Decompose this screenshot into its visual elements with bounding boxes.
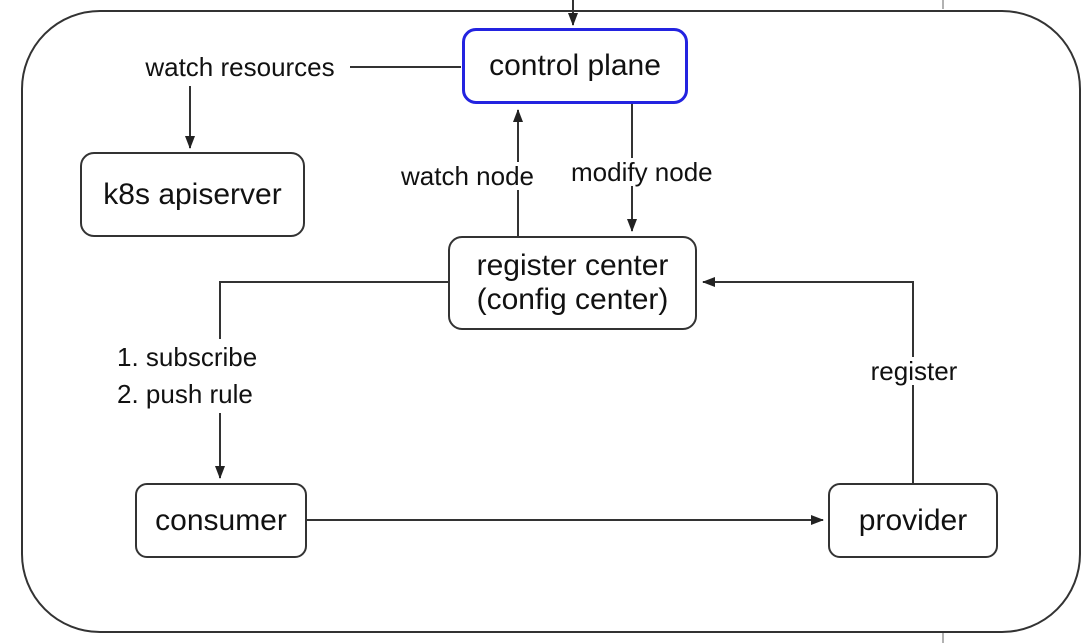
edge-label-modify-node: modify node — [568, 158, 716, 186]
node-k8s-apiserver: k8s apiserver — [80, 152, 305, 237]
cluster-boundary — [21, 10, 1081, 633]
node-consumer-label: consumer — [155, 503, 287, 537]
node-k8s-apiserver-label: k8s apiserver — [103, 177, 282, 211]
node-provider-label: provider — [858, 503, 968, 537]
node-consumer: consumer — [135, 483, 307, 558]
edge-label-subscribe-line1: 1. subscribe — [117, 342, 258, 372]
edge-label-watch-resources: watch resources — [145, 52, 335, 82]
edge-label-subscribe-push-rule: 1. subscribe 2. push rule — [114, 339, 261, 413]
edge-label-subscribe-line2: 2. push rule — [117, 379, 253, 409]
edge-label-register: register — [858, 357, 970, 385]
edge-label-watch-node: watch node — [398, 162, 537, 190]
node-register-center-label-line2: (config center) — [476, 283, 669, 316]
node-register-center-label-line1: register center — [476, 249, 669, 282]
node-register-center: register center (config center) — [448, 236, 697, 330]
node-provider: provider — [828, 483, 998, 558]
edge-register — [702, 277, 914, 483]
node-control-plane-label: control plane — [489, 49, 661, 82]
node-control-plane: control plane — [462, 28, 688, 104]
